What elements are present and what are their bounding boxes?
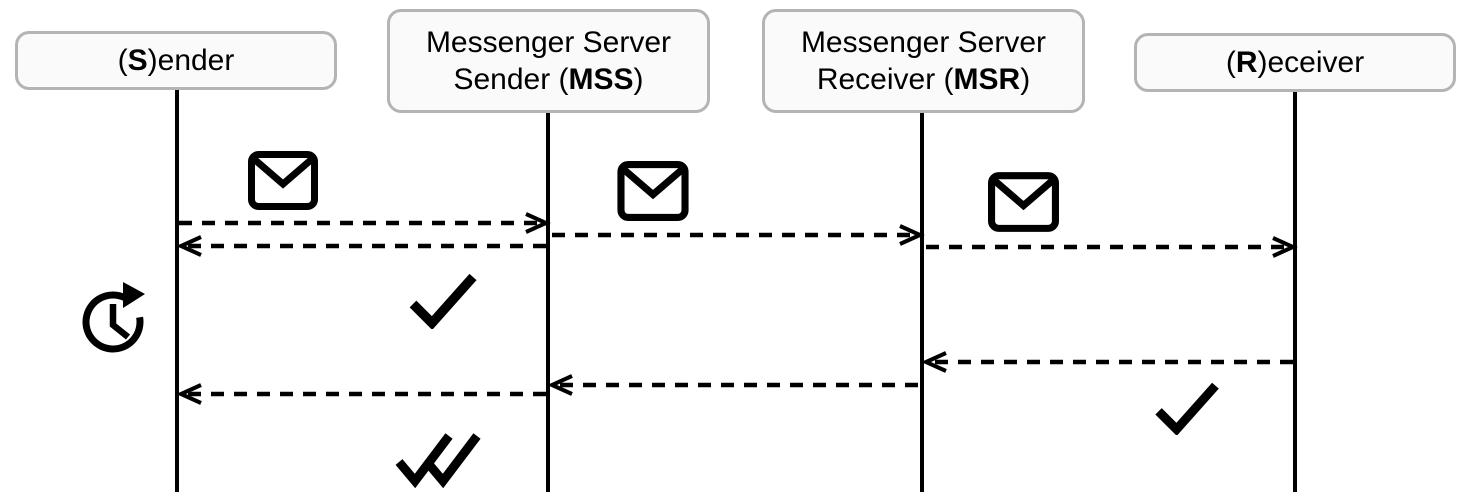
arrowhead-right-icon	[1272, 236, 1298, 258]
label-part: Messenger Server	[800, 26, 1047, 59]
label-part: (	[117, 44, 128, 77]
double-check-icon	[395, 433, 481, 488]
label-part: (	[1225, 46, 1236, 79]
arrowhead-left-icon	[176, 235, 202, 257]
actor-box-receiver: (R)eceiver	[1134, 33, 1456, 92]
arrowhead-right-icon	[899, 224, 925, 246]
check-icon	[1155, 382, 1219, 435]
label-part: Sender (	[453, 63, 569, 96]
actor-label-sender: (S)ender	[118, 42, 235, 79]
arrowhead-right-icon	[525, 212, 551, 234]
label-part: )	[1020, 63, 1031, 96]
label-part-bold: MSS	[568, 63, 634, 96]
actor-box-mss: Messenger Server Sender (MSS)	[387, 9, 710, 113]
envelope-icon	[617, 161, 689, 221]
actor-label-msr-line1: Messenger Server	[801, 24, 1046, 61]
label-part: )	[633, 63, 644, 96]
actor-label-mss-line1: Messenger Server	[426, 24, 671, 61]
actor-label-msr-line2: Receiver (MSR)	[817, 61, 1030, 98]
actor-label-receiver: (R)eceiver	[1226, 44, 1364, 81]
check-icon	[409, 273, 477, 329]
label-part-bold: R	[1235, 46, 1258, 79]
actor-label-mss-line2: Sender (MSS)	[453, 61, 643, 98]
label-part: )ender	[147, 44, 235, 77]
arrowhead-left-icon	[921, 351, 947, 373]
arrowhead-left-icon	[176, 383, 202, 405]
label-part-bold: S	[127, 44, 148, 77]
arrowhead-left-icon	[547, 374, 573, 396]
actor-box-sender: (S)ender	[15, 31, 337, 90]
clock-retry-icon	[82, 282, 145, 353]
label-part: )eceiver	[1257, 46, 1365, 79]
envelope-icon	[988, 172, 1059, 232]
label-part: Receiver (	[816, 63, 954, 96]
label-part: Messenger Server	[425, 26, 672, 59]
envelope-icon	[248, 151, 318, 210]
label-part-bold: MSR	[953, 63, 1021, 96]
actor-box-msr: Messenger Server Receiver (MSR)	[762, 9, 1085, 113]
